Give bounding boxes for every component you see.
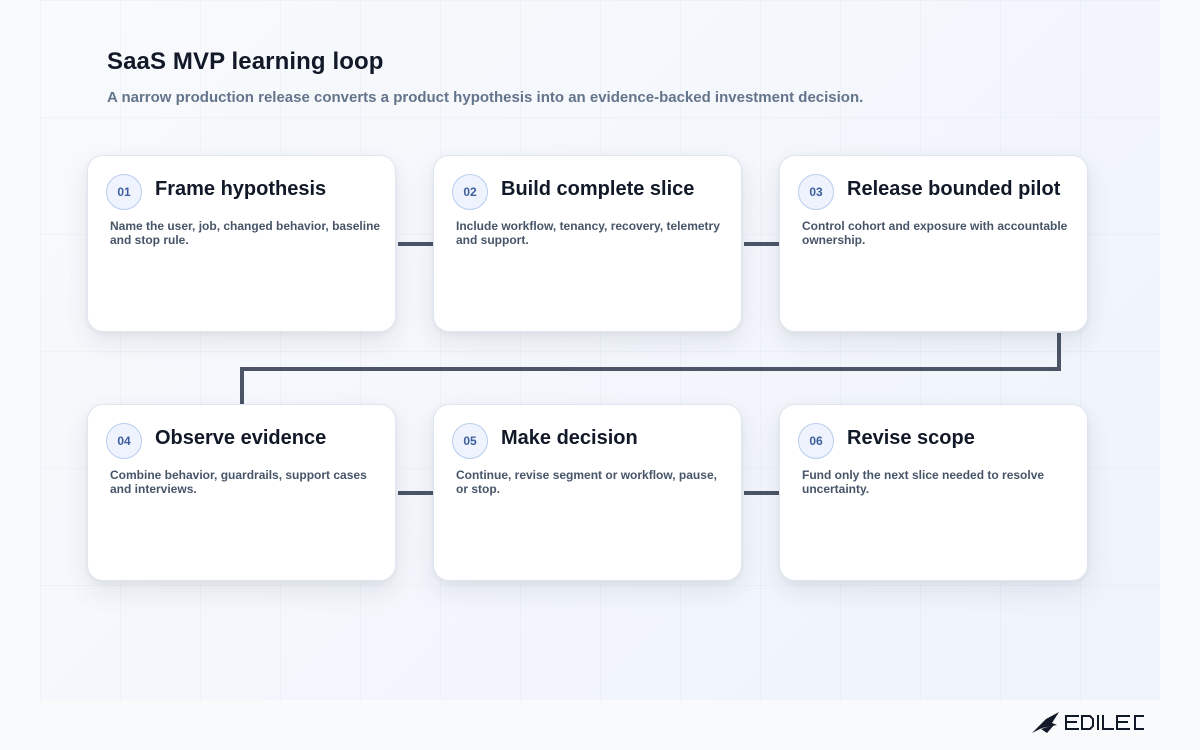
stylized-bird-icon [1032, 712, 1059, 733]
step-description: Name the user, job, changed behavior, ba… [110, 219, 381, 247]
page-title: SaaS MVP learning loop [107, 48, 384, 75]
step-card-release-bounded-pilot: 03 Release bounded pilot Control cohort … [779, 155, 1088, 332]
step-description: Combine behavior, guardrails, support ca… [110, 468, 367, 496]
step-title: Build complete slice [501, 178, 695, 200]
step-number-badge: 02 [452, 174, 488, 210]
step-title: Release bounded pilot [847, 178, 1061, 200]
page-subtitle: A narrow production release converts a p… [107, 89, 864, 106]
step-title: Make decision [501, 427, 638, 449]
edilec-logo [1031, 710, 1157, 736]
step-number-badge: 03 [798, 174, 834, 210]
step-number-badge: 05 [452, 423, 488, 459]
step-description: Fund only the next slice needed to resol… [802, 468, 1045, 496]
step-card-observe-evidence: 04 Observe evidence Combine behavior, gu… [87, 404, 396, 581]
step-card-make-decision: 05 Make decision Continue, revise segmen… [433, 404, 742, 581]
step-number-badge: 06 [798, 423, 834, 459]
step-title: Observe evidence [155, 427, 327, 449]
step-number-badge: 01 [106, 174, 142, 210]
step-title: Frame hypothesis [155, 178, 327, 200]
step-number-badge: 04 [106, 423, 142, 459]
step-description: Include workflow, tenancy, recovery, tel… [456, 219, 720, 247]
step-title: Revise scope [847, 427, 975, 449]
step-card-build-complete-slice: 02 Build complete slice Include workflow… [433, 155, 742, 332]
stylized-bird-wing-icon [1041, 725, 1054, 733]
step-description: Continue, revise segment or workflow, pa… [456, 468, 717, 496]
step-description: Control cohort and exposure with account… [802, 219, 1068, 247]
step-card-revise-scope: 06 Revise scope Fund only the next slice… [779, 404, 1088, 581]
edilec-logo-mark [1032, 712, 1144, 733]
edilec-wordmark [1065, 715, 1144, 730]
step-card-frame-hypothesis: 01 Frame hypothesis Name the user, job, … [87, 155, 396, 332]
